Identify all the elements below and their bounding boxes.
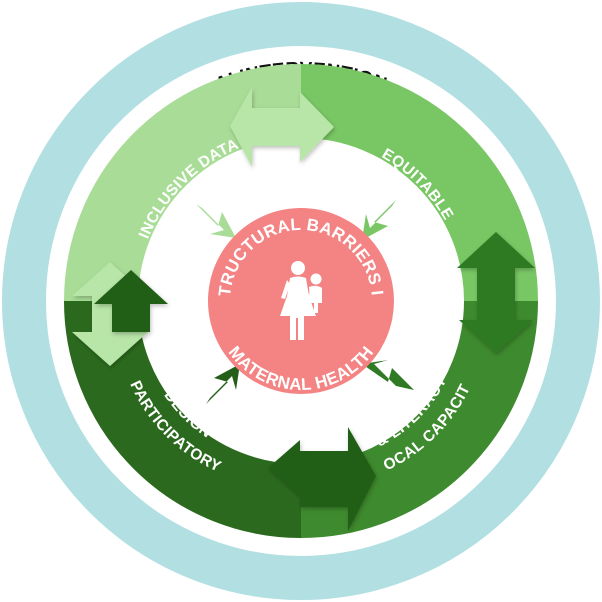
segment-arc-inclusive-data-practices [64, 64, 302, 302]
cycle-arrow-left-dark [94, 270, 168, 332]
mother-and-child-icon [280, 261, 322, 340]
cycle-arrows [72, 87, 535, 531]
cycle-arrow-right [457, 232, 535, 353]
cycle-arrow-bottom [268, 427, 376, 531]
inward-arrow-upper-left [196, 204, 236, 238]
inward-arrow-upper-right [362, 200, 396, 240]
inward-arrow-lower-right [362, 360, 414, 390]
inward-arrow-lower-left [206, 364, 240, 404]
cycle-arrow-top [230, 87, 334, 167]
inward-arrows [196, 200, 414, 404]
